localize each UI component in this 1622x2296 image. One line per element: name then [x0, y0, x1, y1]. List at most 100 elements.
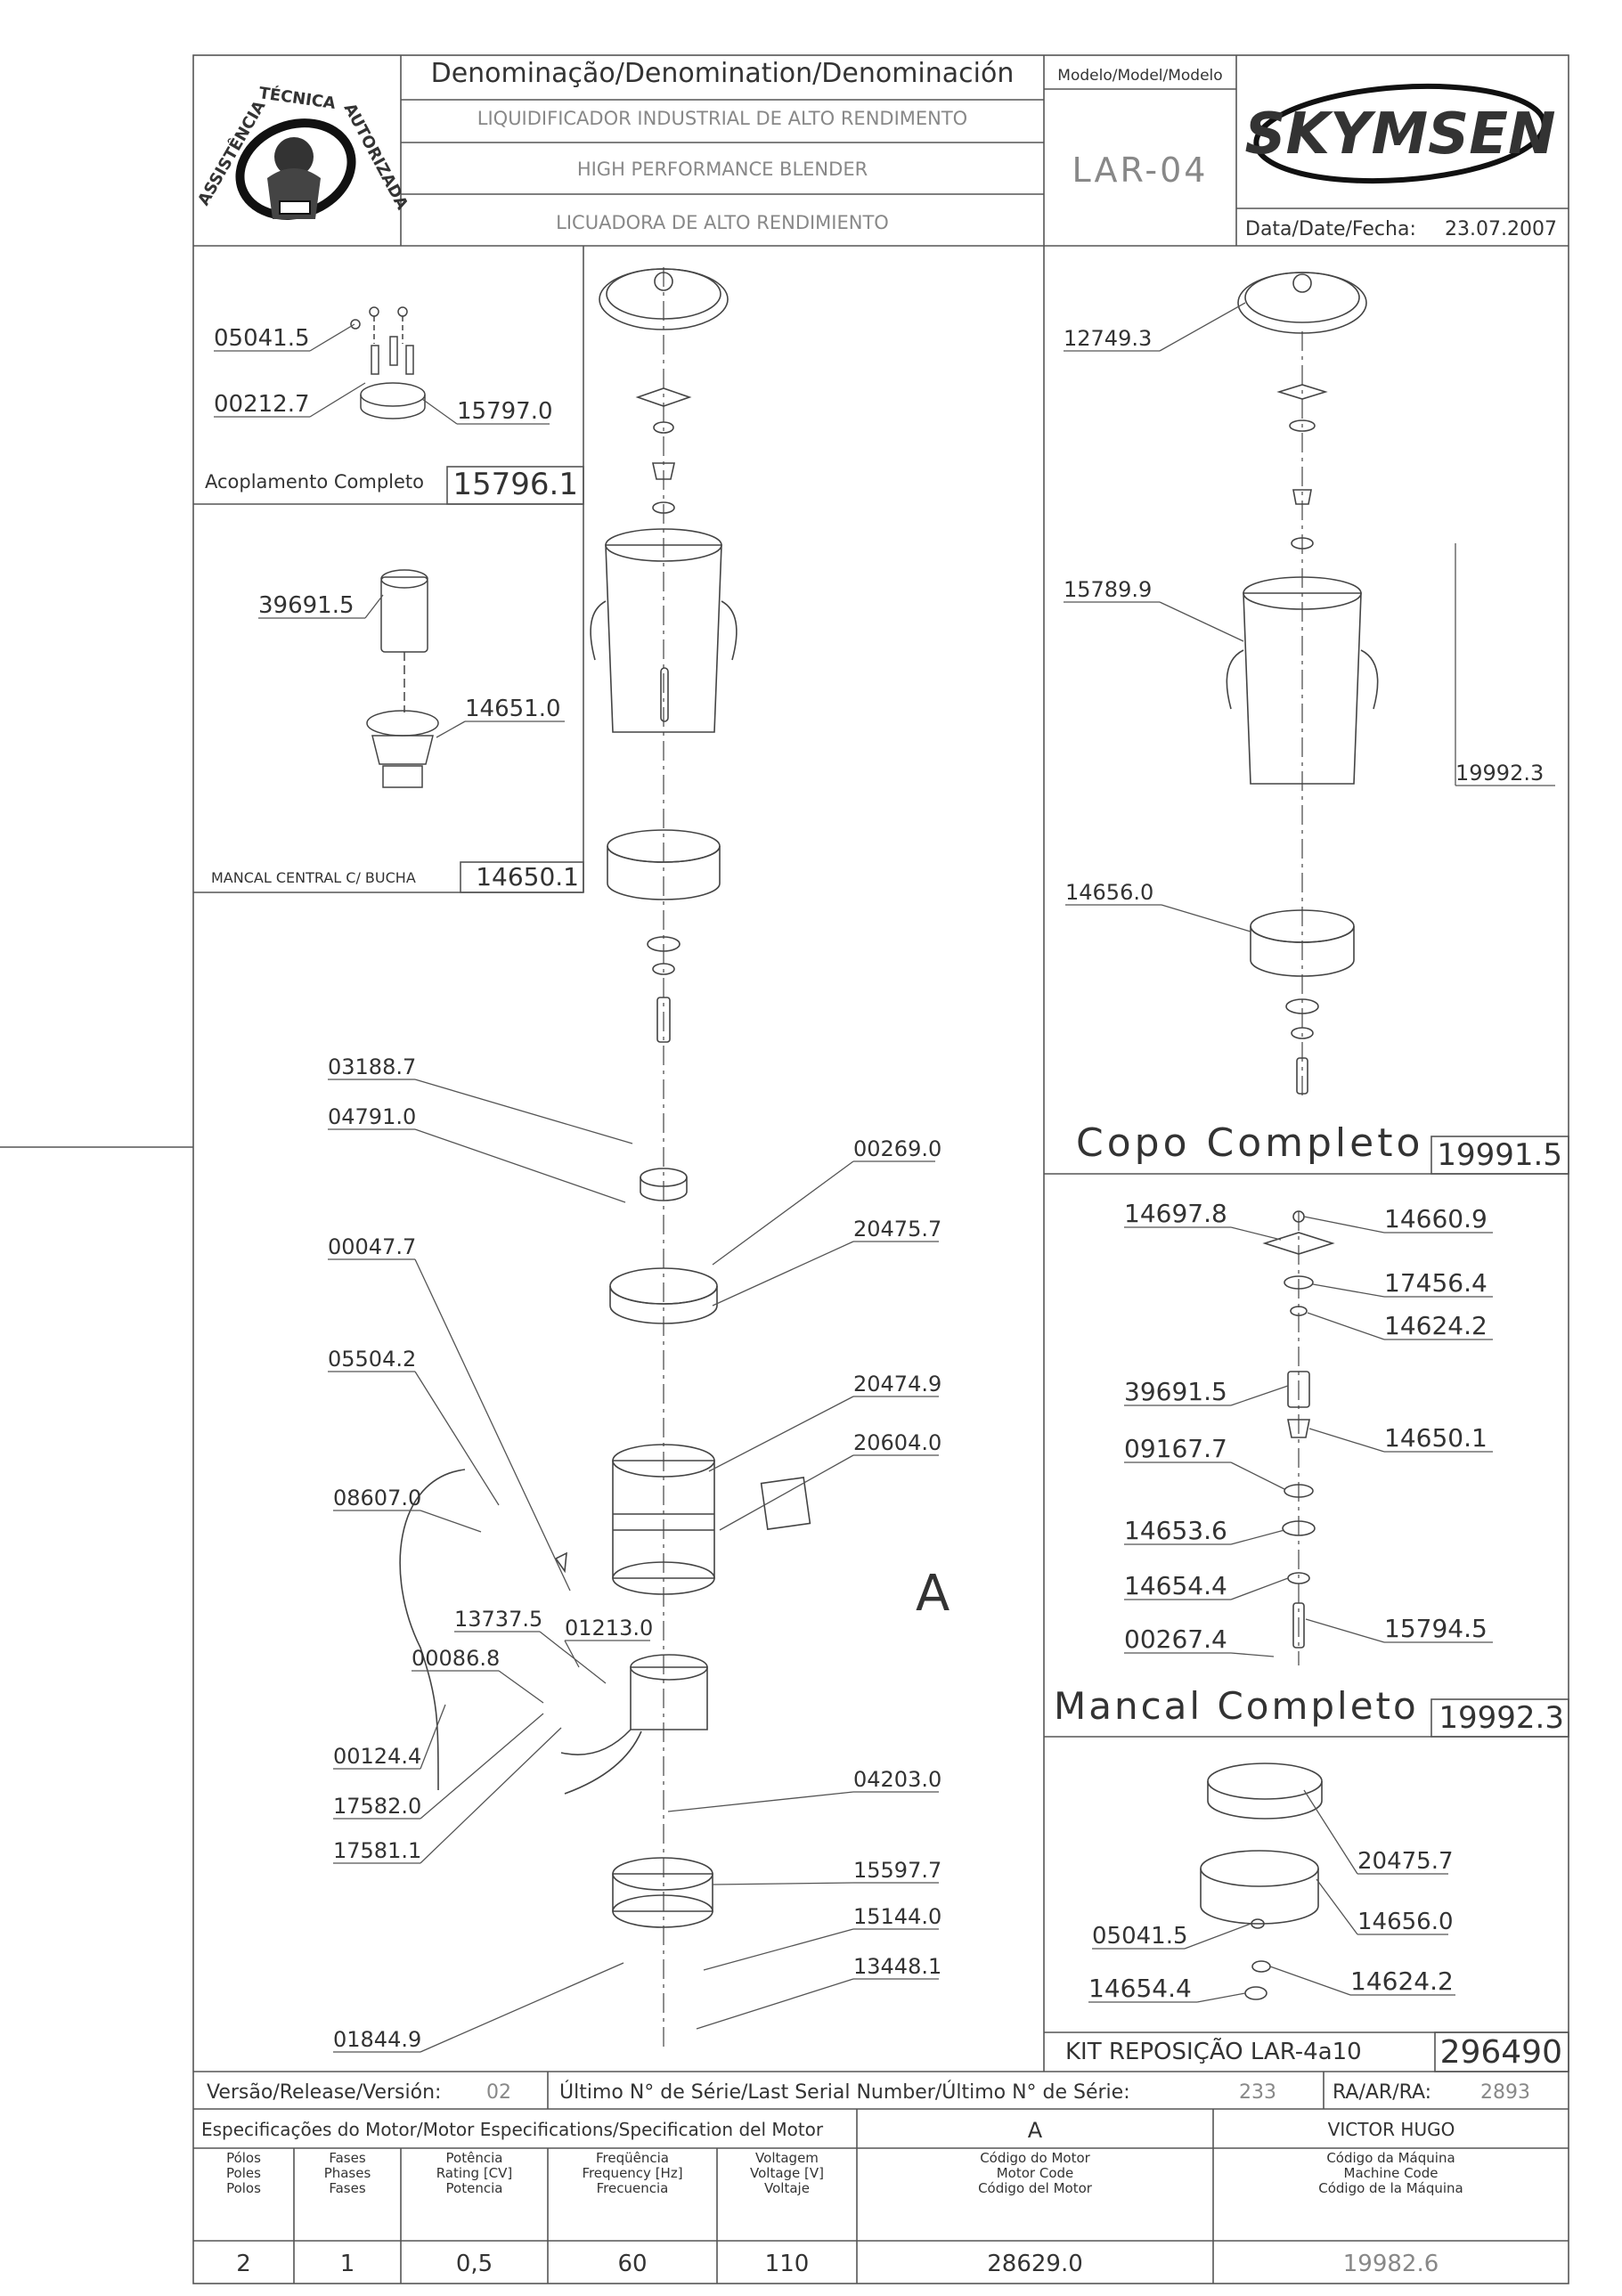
part-number-label: 14656.0	[1357, 1909, 1454, 1935]
date-value: 23.07.2007	[1445, 218, 1557, 240]
part-leader-line	[1230, 1652, 1275, 1657]
part-number-label: 00047.7	[328, 1234, 416, 1259]
part-number-label: 05041.5	[214, 325, 310, 352]
bearing-assembly-code: 19992.3	[1439, 1700, 1564, 1736]
coupling-title: Acoplamento Completo	[205, 471, 424, 493]
part-leader-line	[1161, 904, 1251, 932]
kit-title: KIT REPOSIÇÃO LAR-4a10	[1065, 2037, 1362, 2065]
jar-assembly-title: Copo Completo	[1076, 1120, 1423, 1166]
motor-spec-header: Frecuencia	[597, 2180, 669, 2196]
skymsen-logo: SKYMSEN	[1244, 83, 1556, 184]
part-leader-line	[421, 398, 458, 425]
part-number-label: 00086.8	[412, 1646, 500, 1671]
motor-spec-header: Freqüência	[596, 2150, 669, 2166]
part-number-label: 05041.5	[1092, 1923, 1188, 1950]
model-value: LAR-04	[1072, 151, 1209, 190]
serial-label: Último N° de Série/Last Serial Number/Úl…	[559, 2080, 1130, 2104]
motor-spec-header: Código de la Máquina	[1318, 2180, 1463, 2196]
part-number-label: 15144.0	[853, 1904, 941, 1929]
motor-spec-value: 19982.6	[1343, 2251, 1439, 2277]
part-leader-line	[1303, 1216, 1385, 1233]
part-leader-line	[436, 721, 466, 738]
central-bearing-panel	[366, 569, 439, 788]
motor-spec-label: Especificações do Motor/Motor Especifica…	[201, 2119, 824, 2140]
part-number-label: 13737.5	[454, 1607, 542, 1632]
part-leader-line	[1303, 1789, 1358, 1875]
model-label: Modelo/Model/Modelo	[1057, 67, 1222, 85]
kit-code: 296490	[1440, 2034, 1562, 2071]
ra-label: RA/AR/RA:	[1333, 2081, 1431, 2104]
motor-spec-value: 110	[765, 2251, 810, 2277]
part-leader-line	[364, 594, 384, 619]
part-leader-line	[667, 1791, 854, 1812]
part-leader-line	[719, 1454, 854, 1531]
product-name-es: LICUADORA DE ALTO RENDIMIENTO	[556, 212, 889, 233]
coupling-code: 15796.1	[452, 467, 578, 502]
part-leader-line	[1196, 1992, 1246, 2003]
motor-spec-header: Voltaje	[764, 2180, 810, 2196]
motor-spec-header: Potencia	[446, 2180, 503, 2196]
part-number-label: 09167.7	[1124, 1434, 1227, 1463]
motor-spec-value: 28629.0	[987, 2251, 1083, 2277]
central-bearing-title: MANCAL CENTRAL C/ BUCHA	[211, 869, 416, 886]
central-bearing-code: 14650.1	[476, 862, 579, 892]
part-number-label: 15794.5	[1384, 1614, 1488, 1643]
coupling-assembly-panel	[350, 306, 426, 419]
motor-spec-header: Pólos	[226, 2150, 261, 2166]
product-name-en: HIGH PERFORMANCE BLENDER	[577, 159, 868, 180]
motor-spec-header: Código del Motor	[978, 2180, 1093, 2196]
part-number-label: 14697.8	[1124, 1199, 1227, 1228]
part-number-label: 14660.9	[1384, 1204, 1488, 1233]
motor-spec-header: Fases	[329, 2180, 365, 2196]
part-leader-line	[414, 1371, 500, 1506]
part-number-label: 15789.9	[1064, 577, 1152, 602]
detail-callout-a: A	[916, 1565, 950, 1623]
part-number-label: 00124.4	[333, 1744, 421, 1769]
part-number-label: 03188.7	[328, 1054, 416, 1079]
part-leader-line	[414, 1258, 571, 1592]
motor-spec-header: Rating [CV]	[436, 2165, 513, 2181]
part-leader-line	[564, 1640, 580, 1668]
part-number-label: 14654.4	[1124, 1571, 1227, 1600]
motor-spec-header: Motor Code	[997, 2165, 1074, 2181]
part-leader-line	[420, 1962, 624, 2053]
part-number-label: 17581.1	[333, 1838, 421, 1863]
bearing-assembly-title: Mancal Completo	[1054, 1684, 1419, 1728]
part-leader-line	[420, 1727, 562, 1864]
part-number-label: 14656.0	[1065, 880, 1153, 905]
part-leader-line	[1230, 1226, 1282, 1241]
part-leader-line	[1308, 1428, 1385, 1453]
part-leader-line	[1230, 1529, 1285, 1545]
part-leader-line	[712, 1882, 854, 1885]
part-leader-line	[712, 1241, 854, 1307]
part-number-label: 20475.7	[853, 1217, 941, 1242]
part-number-label: 19992.3	[1455, 761, 1544, 786]
part-leader-line	[708, 1396, 854, 1472]
brand-name: SKYMSEN	[1244, 102, 1555, 167]
part-number-label: 14653.6	[1124, 1516, 1227, 1545]
part-leader-line	[1184, 1923, 1251, 1950]
part-number-label: 00212.7	[214, 391, 310, 418]
part-number-label: 14650.1	[1384, 1423, 1488, 1453]
part-leader-line	[420, 1713, 544, 1820]
part-number-label: 14624.2	[1350, 1966, 1454, 1996]
part-leader-line	[498, 1670, 544, 1704]
part-number-label: 00269.0	[853, 1136, 941, 1161]
version-value: 02	[486, 2081, 511, 2104]
part-number-label: 14651.0	[465, 696, 561, 722]
motor-spec-header: Código da Máquina	[1326, 2150, 1455, 2166]
motor-spec-header: Poles	[226, 2165, 261, 2181]
motor-spec-header: Frequency [Hz]	[582, 2165, 682, 2181]
product-name-pt: LIQUIDIFICADOR INDUSTRIAL DE ALTO RENDIM…	[477, 108, 967, 129]
motor-spec-header: Machine Code	[1344, 2165, 1439, 2181]
part-leader-line	[1305, 1618, 1385, 1643]
part-number-label: 20604.0	[853, 1430, 941, 1455]
motor-spec-value: 1	[340, 2251, 355, 2277]
part-leader-line	[420, 1510, 482, 1533]
part-number-label: 14654.4	[1088, 1974, 1192, 2003]
part-number-label: 17582.0	[333, 1794, 421, 1819]
main-exploded-view	[399, 267, 811, 2048]
part-leader-line	[309, 323, 355, 352]
jar-assembly-code: 19991.5	[1437, 1137, 1562, 1173]
part-leader-line	[414, 1079, 633, 1144]
